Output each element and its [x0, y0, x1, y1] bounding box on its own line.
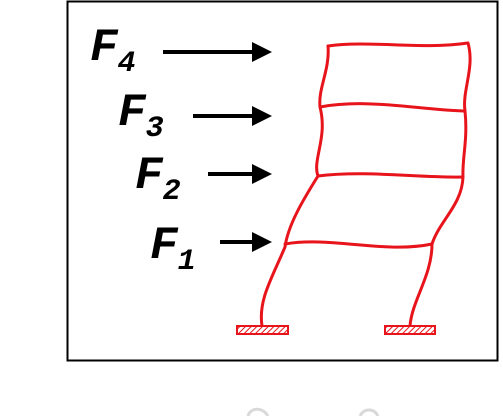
- deformed-building-frame: [259, 41, 472, 328]
- force-f3-letter: F: [118, 87, 147, 139]
- force-f2-letter: F: [135, 150, 164, 202]
- force-f2-subscript: 2: [163, 175, 181, 209]
- bottom-edge-partial-shapes: [246, 407, 380, 416]
- fixed-support-left-icon: [236, 325, 289, 335]
- force-arrow-f1: [220, 232, 272, 252]
- force-f3-subscript: 3: [146, 112, 164, 146]
- force-label-f4: F4: [90, 22, 136, 81]
- force-f1-subscript: 1: [178, 245, 196, 279]
- force-label-f3: F3: [118, 87, 164, 146]
- force-f1-letter: F: [150, 220, 179, 272]
- fixed-support-right-icon: [384, 325, 436, 335]
- frame-floor-3-beam: [318, 102, 467, 113]
- force-arrow-f3: [193, 106, 272, 126]
- diagram-border: [66, 0, 499, 362]
- force-label-f2: F2: [135, 150, 181, 209]
- frame-floor-2-beam: [316, 172, 465, 179]
- frame-roof-beam: [326, 41, 470, 48]
- force-f4-subscript: 4: [118, 47, 136, 81]
- frame-floor-1-beam: [283, 240, 434, 249]
- force-label-f1: F1: [150, 220, 196, 279]
- force-arrow-f4: [163, 42, 272, 62]
- force-f4-letter: F: [90, 22, 119, 74]
- force-arrow-f2: [208, 164, 272, 184]
